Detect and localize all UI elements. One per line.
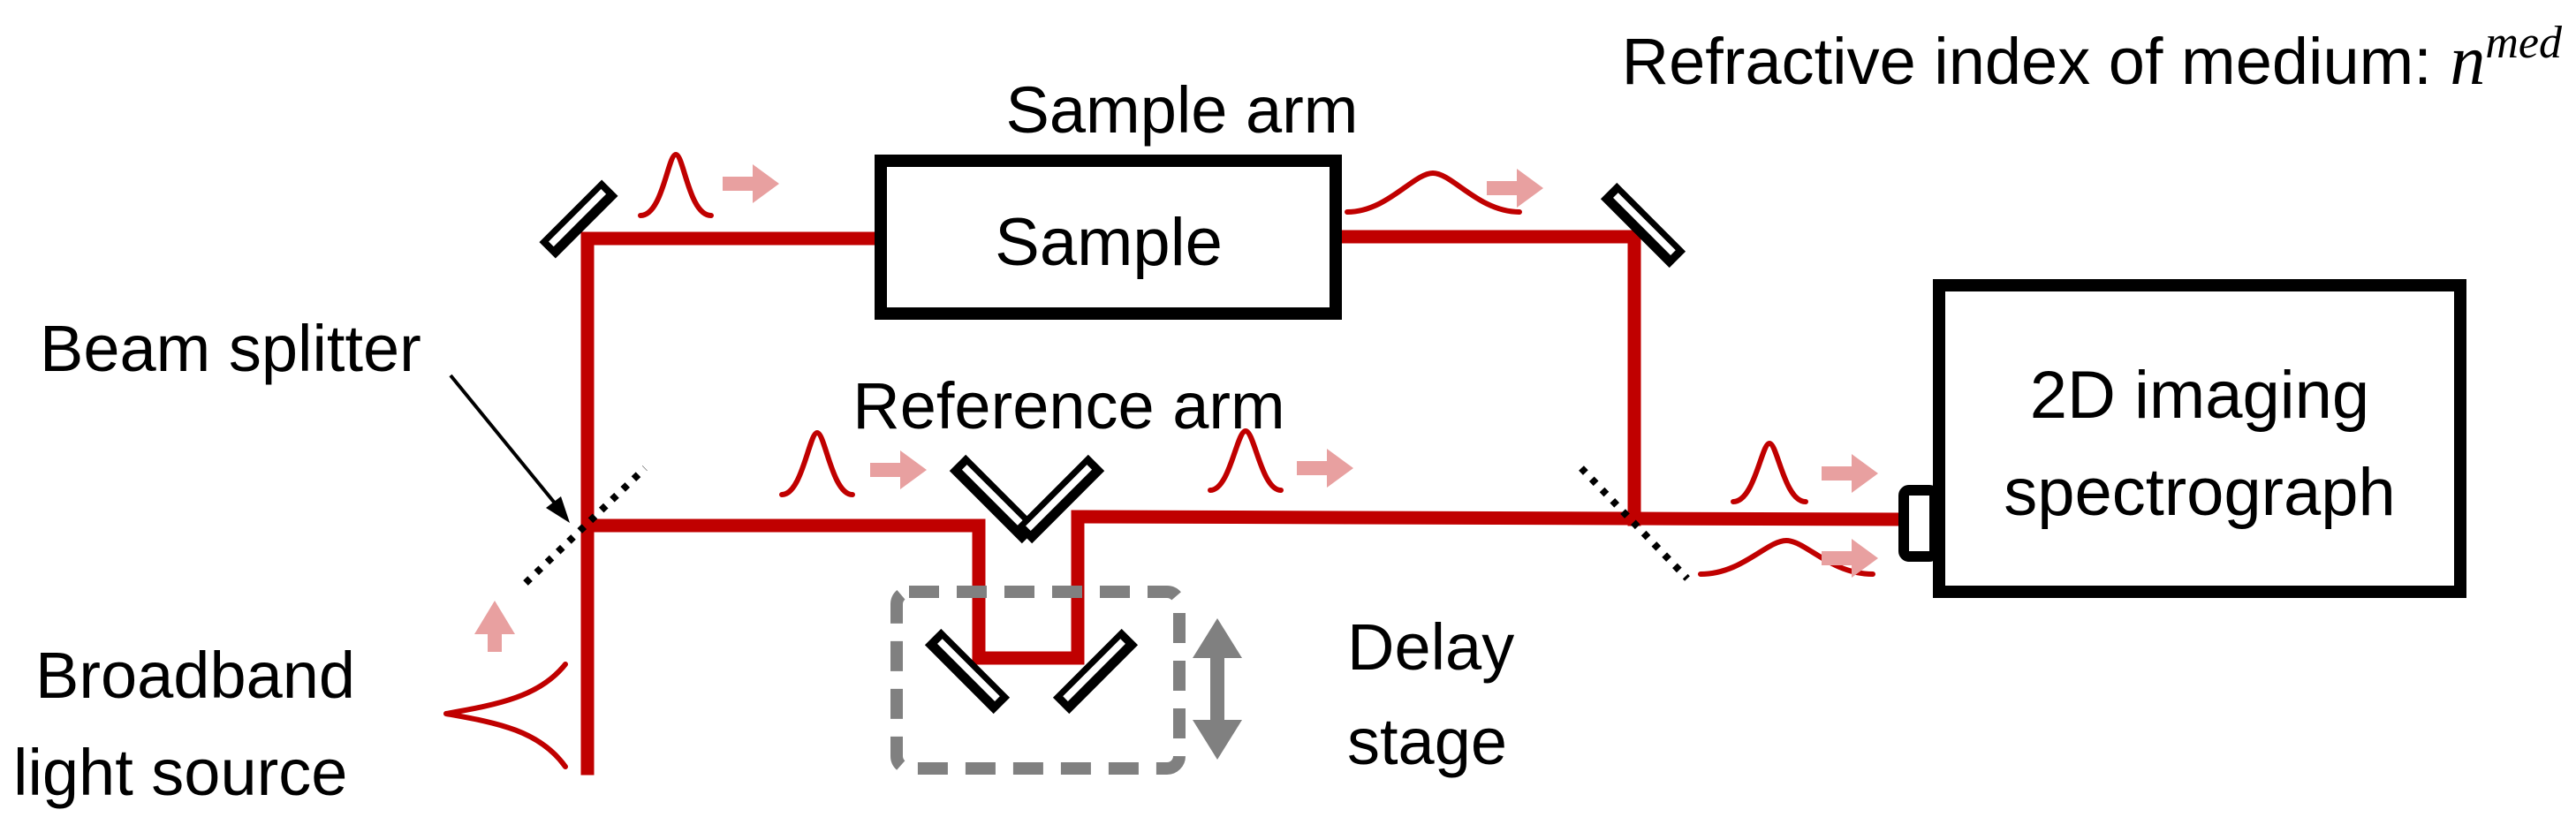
arrow-icon	[1822, 539, 1878, 578]
spectrograph-box	[1933, 279, 2466, 598]
beam-splitter-pointer	[449, 374, 558, 507]
pulse-output-sample	[1698, 538, 1875, 577]
arrow-icon	[1297, 449, 1353, 488]
refractive-index-superscript: med	[2485, 18, 2563, 68]
light-source-label-line1: Broadband	[35, 639, 355, 712]
arrow-icon	[723, 164, 779, 203]
beam-reference-arm-right	[1075, 510, 1906, 526]
delay-stage-label-line2: stage	[1347, 705, 1507, 778]
beam-splitter-pointer-head	[546, 496, 570, 523]
mirror-top-right	[1600, 182, 1686, 269]
delay-stage-double-arrow-icon	[1193, 618, 1242, 760]
reference-arm-label: Reference arm	[852, 369, 1284, 443]
delay-stage-box	[890, 586, 1186, 775]
mirror-reference-right	[1015, 454, 1105, 544]
arrow-icon	[870, 450, 927, 489]
refractive-index-prefix: Refractive index of medium:	[1622, 25, 2451, 98]
beam-splitter-combiner	[1579, 465, 1690, 581]
sample-label: Sample	[995, 205, 1223, 280]
spectrograph-input-port	[1898, 485, 1940, 562]
refractive-index-label: Refractive index of medium: nmed	[1622, 18, 2563, 100]
refractive-index-symbol: n	[2450, 22, 2485, 100]
spectrograph-label-line1: 2D imaging	[2030, 358, 2369, 433]
propagation-arrows	[474, 164, 1878, 652]
beam-splitter-input	[523, 465, 648, 586]
mirror-reference-left	[949, 454, 1039, 544]
light-source-label-line2: light source	[13, 736, 347, 809]
sample-box	[875, 155, 1342, 320]
mirror-delay-left	[924, 628, 1011, 715]
pulse-reference-arm-in	[779, 430, 855, 497]
arrow-icon	[1822, 454, 1878, 493]
pulse-sample-arm-out	[1345, 170, 1522, 215]
pulse-source	[443, 662, 568, 769]
mirror-delay-right	[1052, 628, 1139, 715]
arrow-icon	[1487, 169, 1543, 208]
pulse-sample-arm-in	[638, 152, 714, 218]
pulse-output-reference	[1731, 441, 1808, 504]
mirror-top-left	[539, 179, 618, 259]
pulse-reference-arm-out	[1208, 428, 1284, 493]
arrow-icon	[474, 601, 515, 652]
spectrograph-label-line2: spectrograph	[2004, 455, 2396, 530]
beam-splitter-label: Beam splitter	[40, 312, 421, 385]
pulse-shapes	[443, 152, 1875, 769]
sample-arm-label: Sample arm	[1006, 73, 1359, 147]
delay-stage-label-line1: Delay	[1347, 610, 1514, 684]
